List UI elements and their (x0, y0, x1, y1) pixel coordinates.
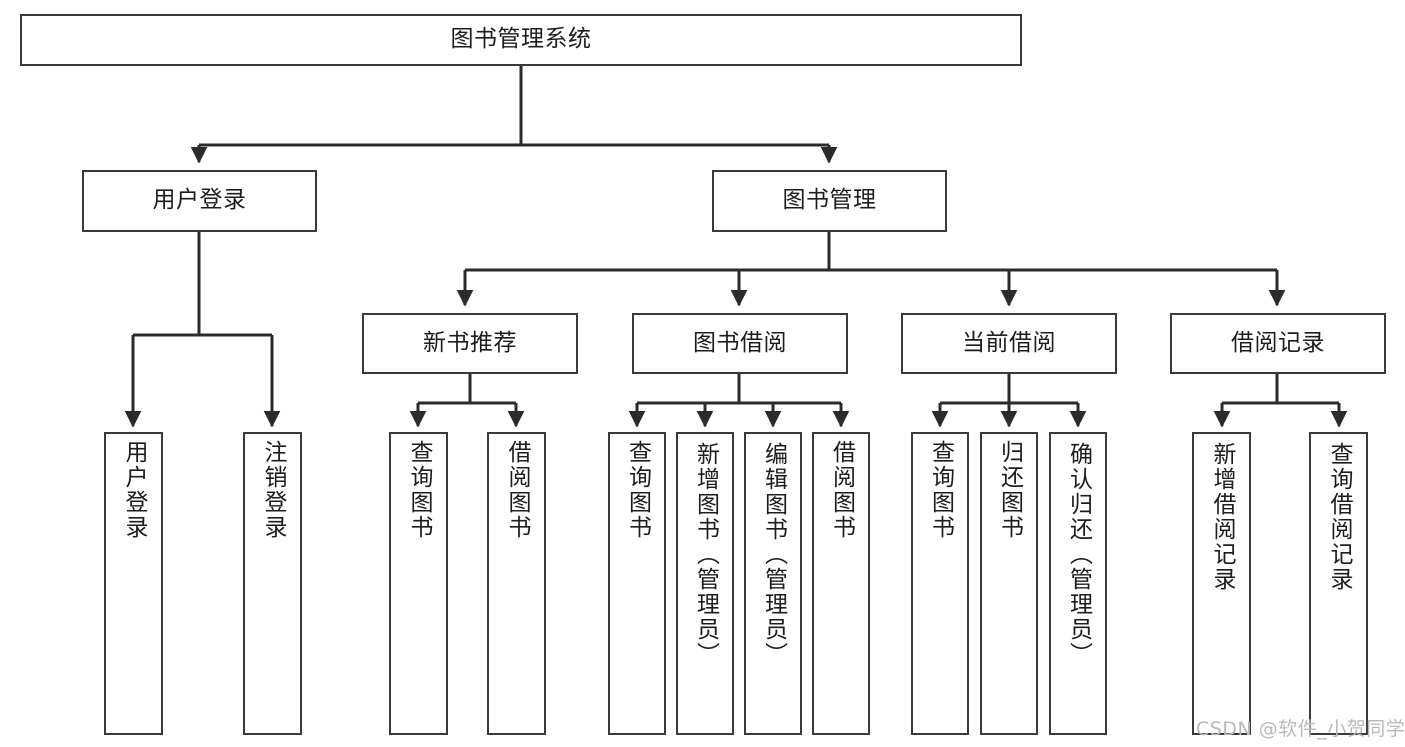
node-leaf-query-book-1[interactable]: 查询图书 (389, 432, 448, 735)
node-book-manage-label: 图书管理 (782, 187, 877, 214)
node-book-manage[interactable]: 图书管理 (712, 170, 947, 232)
node-leaf-query-record[interactable]: 查询借阅记录 (1309, 432, 1368, 735)
node-borrow-record-label: 借阅记录 (1231, 329, 1325, 356)
node-book-borrow-label: 图书借阅 (693, 329, 787, 356)
node-leaf-user-login-label: 用户登录 (121, 440, 147, 540)
node-root[interactable]: 图书管理系统 (20, 14, 1022, 66)
node-user-login[interactable]: 用户登录 (82, 170, 317, 232)
node-leaf-query-book-3[interactable]: 查询图书 (911, 432, 969, 735)
node-leaf-add-record-label: 新增借阅记录 (1209, 442, 1235, 592)
node-borrow-record[interactable]: 借阅记录 (1170, 313, 1386, 374)
node-current-borrow[interactable]: 当前借阅 (901, 313, 1117, 374)
node-leaf-logout-login-label: 注销登录 (260, 440, 286, 540)
node-leaf-logout-login[interactable]: 注销登录 (243, 432, 302, 735)
node-leaf-add-book[interactable]: 新增图书（管理员） (676, 432, 734, 735)
node-leaf-edit-book-label: 编辑图书（管理员） (760, 442, 787, 667)
node-leaf-add-book-label: 新增图书（管理员） (692, 442, 719, 667)
node-leaf-add-record[interactable]: 新增借阅记录 (1192, 432, 1251, 735)
node-new-book-rec-label: 新书推荐 (423, 329, 517, 356)
node-leaf-query-book-2-label: 查询图书 (624, 440, 651, 540)
node-leaf-borrow-book-2[interactable]: 借阅图书 (812, 432, 870, 735)
node-leaf-query-book-1-label: 查询图书 (406, 440, 432, 540)
node-leaf-user-login[interactable]: 用户登录 (104, 432, 163, 735)
node-leaf-confirm-return[interactable]: 确认归还（管理员） (1049, 432, 1107, 735)
node-leaf-query-book-3-label: 查询图书 (927, 440, 954, 540)
csdn-watermark: CSDN @软件_小贺同学 (1196, 718, 1405, 740)
node-leaf-query-record-label: 查询借阅记录 (1326, 442, 1352, 592)
node-leaf-confirm-return-label: 确认归还（管理员） (1065, 442, 1092, 667)
node-new-book-rec[interactable]: 新书推荐 (362, 313, 578, 374)
node-current-borrow-label: 当前借阅 (962, 329, 1056, 356)
node-leaf-return-book[interactable]: 归还图书 (980, 432, 1038, 735)
node-leaf-query-book-2[interactable]: 查询图书 (608, 432, 666, 735)
node-user-login-label: 用户登录 (152, 187, 247, 214)
node-root-label: 图书管理系统 (450, 26, 592, 53)
node-leaf-borrow-book-1[interactable]: 借阅图书 (487, 432, 546, 735)
node-book-borrow[interactable]: 图书借阅 (632, 313, 848, 374)
node-leaf-borrow-book-1-label: 借阅图书 (504, 440, 530, 540)
node-leaf-return-book-label: 归还图书 (996, 440, 1023, 540)
node-leaf-edit-book[interactable]: 编辑图书（管理员） (744, 432, 802, 735)
node-leaf-borrow-book-2-label: 借阅图书 (828, 440, 855, 540)
